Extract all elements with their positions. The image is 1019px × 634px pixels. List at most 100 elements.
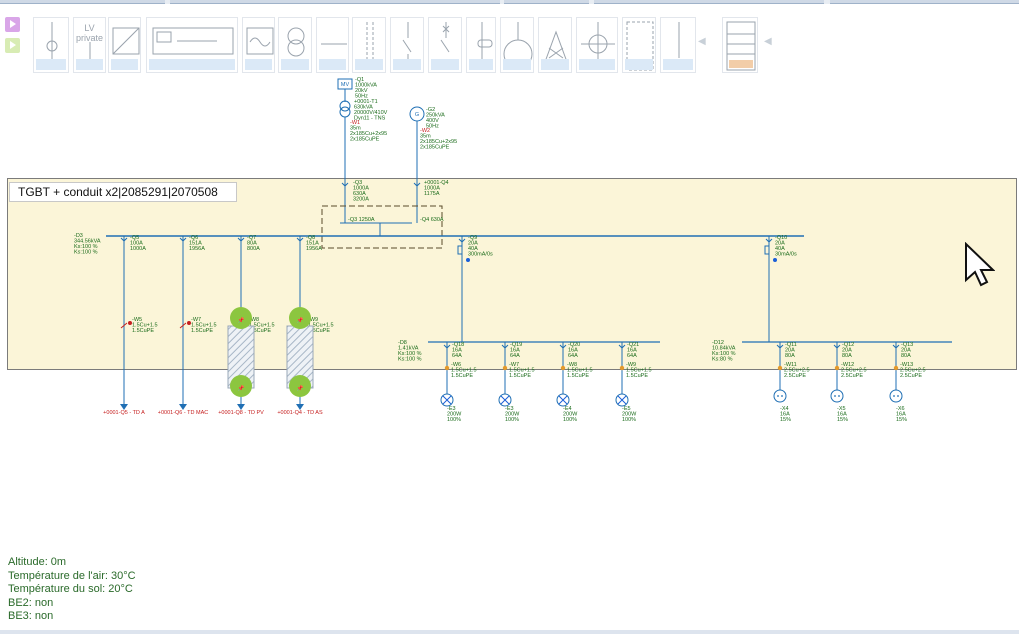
incomer-value: 630A [353, 191, 366, 197]
socket-pin [897, 395, 899, 397]
tgbt-switchboard-zone[interactable] [7, 178, 1017, 370]
meter-tool[interactable] [576, 17, 618, 73]
environment-panel: Altitude: 0m Température de l'air: 30°C … [8, 556, 308, 624]
mouse-pointer-icon [965, 242, 995, 287]
feeder-breaker-id: -Q8 [306, 235, 315, 241]
earth-tool[interactable] [660, 17, 696, 73]
lamp-cross-icon [617, 395, 627, 405]
feeder-breaker-value: 80A [247, 241, 257, 247]
dist-right-load-id: -X5 [837, 406, 846, 412]
source-cable-value: 35m [350, 126, 361, 132]
feeder-cable-value: 1.5Cu+1.5 [308, 323, 334, 329]
dist-left-circuit-cable-value: 1.5Cu+1.5 [626, 368, 652, 374]
lv-private-tool[interactable]: LV private [73, 17, 106, 73]
breaker-icon[interactable] [776, 344, 784, 349]
enclosure-tool[interactable] [622, 17, 656, 73]
play-icon [10, 20, 16, 28]
breaker-icon[interactable] [296, 237, 304, 242]
feeder-destination: +0001-Q8 - TD PV [218, 410, 264, 416]
breaker-icon[interactable] [833, 344, 841, 349]
breaker-icon[interactable] [458, 238, 466, 243]
incomer-id: -Q3 [353, 180, 362, 186]
arrow-down-icon [120, 404, 128, 410]
cable-marker [444, 365, 450, 371]
rcd-icon [457, 245, 463, 255]
switchboard-title[interactable]: TGBT + conduit x2|2085291|2070508 [9, 182, 237, 202]
breaker-icon[interactable] [237, 237, 245, 242]
palette-expand-button[interactable] [5, 17, 20, 32]
breaker-icon[interactable] [341, 182, 349, 187]
transformer-value: Dyn11 - TNS [354, 116, 386, 122]
coupling-enclosure[interactable] [321, 205, 443, 249]
converter-tool[interactable] [108, 17, 141, 73]
generator-cable-value: 2x185CuPE [420, 145, 450, 151]
socket-icon[interactable] [830, 389, 844, 403]
feeder-breaker-value: 100A [130, 241, 143, 247]
cable-marker [777, 365, 783, 371]
breaker-icon[interactable] [501, 344, 509, 349]
fuse-switch-tool[interactable] [466, 17, 496, 73]
source-cable-value: 2x185CuPE [350, 137, 380, 143]
palette-next-icon[interactable]: ◀ [764, 36, 772, 47]
pin-icon[interactable] [289, 375, 311, 397]
motor-tool[interactable] [538, 17, 572, 73]
inverter-tool[interactable] [242, 17, 275, 73]
transformer-icon[interactable] [339, 100, 351, 112]
dist-left-circuit-breaker-value: 64A [510, 353, 520, 359]
single-pole-device-tool[interactable] [33, 17, 69, 73]
breaker-icon[interactable] [120, 237, 128, 242]
breaker-icon[interactable] [179, 237, 187, 242]
socket-icon[interactable] [773, 389, 787, 403]
single-line-diagram[interactable]: MV-Q11000kVA20kV50Hz+0001-T1630kVA20000V… [0, 76, 1019, 556]
pin-icon[interactable] [230, 375, 252, 397]
switch-tool[interactable] [390, 17, 424, 73]
palette-run-button[interactable] [5, 38, 20, 53]
feeder-breaker-id: -Q7 [247, 235, 256, 241]
breaker-icon[interactable] [765, 238, 773, 243]
breaker-icon[interactable] [413, 182, 421, 187]
dist-right-circuit-cable-value: 2.5CuPE [841, 373, 863, 379]
dist-right-load-value: 16A [896, 412, 906, 418]
dist-right-circuit-cable-value: 2.5CuPE [900, 373, 922, 379]
busbar-tool[interactable] [352, 17, 386, 73]
dist-left-circuit-cable-value: 1.5Cu+1.5 [451, 368, 477, 374]
dist-right-circuit-breaker-value: 80A [785, 353, 795, 359]
link-tool[interactable] [316, 17, 349, 73]
dist-left-circuit-cable-value: 1.5CuPE [451, 373, 473, 379]
main-bus-load-value: Ks:100 % [74, 250, 98, 256]
breaker-icon[interactable] [618, 344, 626, 349]
dist-left-circuit-cable-value: 1.5Cu+1.5 [567, 368, 593, 374]
dist-left-circuit-cable-value: 1.5CuPE [567, 373, 589, 379]
socket-pin [777, 395, 779, 397]
transformer-icon[interactable] [339, 106, 351, 118]
feeder-destination: +0001-Q6 - TD MAC [158, 410, 209, 416]
breaker-icon[interactable] [559, 344, 567, 349]
dist-left-circuit-breaker-id: -Q19 [510, 342, 522, 348]
dist-right-circuit-breaker-value: 20A [901, 348, 911, 354]
dist-right-bus-load-value: Ks:100 % [712, 351, 736, 357]
pin-icon[interactable] [230, 307, 252, 329]
ups-tool[interactable] [146, 17, 238, 73]
breaker-icon[interactable] [892, 344, 900, 349]
load-tool[interactable] [500, 17, 534, 73]
dist-left-circuit-breaker-value: 16A [452, 348, 462, 354]
feeder-breaker-id: -Q5 [130, 235, 139, 241]
dist-right-bus-load-value: 10.84kVA [712, 346, 736, 352]
dist-left-circuit-breaker-id: -Q21 [627, 342, 639, 348]
breaker-icon[interactable] [443, 344, 451, 349]
dist-right-circuit-breaker-id: -Q13 [901, 342, 913, 348]
dist-left-breaker-value: 300mA/0s [468, 252, 493, 258]
dist-left-breaker-id: -Q9 [468, 235, 477, 241]
palette-prev-icon[interactable]: ◀ [698, 36, 706, 47]
dist-left-circuit-breaker-value: 64A [568, 353, 578, 359]
pin-icon[interactable] [289, 307, 311, 329]
circuit-breaker-tool[interactable] [428, 17, 462, 73]
transformer-tool[interactable] [278, 17, 312, 73]
dist-left-circuit-cable-id: -W7 [509, 362, 519, 368]
feeder-cable-id: -W9 [308, 317, 318, 323]
socket-icon[interactable] [889, 389, 903, 403]
panel-tool[interactable] [722, 17, 758, 73]
dist-left-bus-load-id: -D8 [398, 340, 407, 346]
dist-right-load-id: -X4 [780, 406, 789, 412]
